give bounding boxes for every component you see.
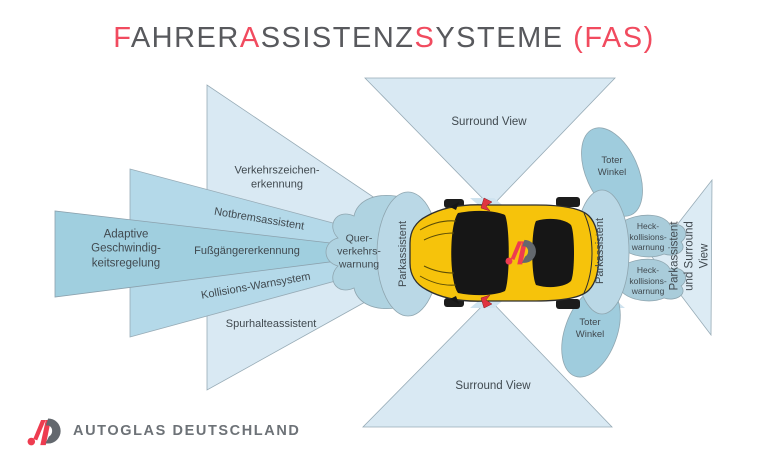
brand-name: AUTOGLAS DEUTSCHLAND [73, 423, 301, 439]
car-top-view [409, 197, 600, 309]
cone-adaptive-cruise [54, 210, 409, 298]
title-part: YSTEME [435, 22, 574, 54]
title-part: AHRER [130, 22, 240, 54]
car-antenna-mark-top [480, 197, 493, 212]
title-part: F [113, 22, 131, 54]
title-part: S [414, 22, 436, 54]
footer-brand: AUTOGLAS DEUTSCHLAND [27, 412, 300, 450]
title-part: SSISTENZ [260, 22, 415, 54]
car-rear-window [532, 218, 574, 288]
car-windshield [451, 210, 509, 296]
cone-surround-bottom [362, 298, 613, 428]
title-part: (FAS) [573, 22, 655, 54]
car-antenna-mark-bottom [480, 294, 493, 309]
ad-logo-icon [27, 418, 61, 446]
cone-surround-top [364, 77, 616, 208]
page-title: FAHRERASSISTENZSYSTEME (FAS) [0, 22, 768, 55]
cone-park-surround-right [651, 178, 713, 337]
title-part: A [239, 22, 261, 54]
